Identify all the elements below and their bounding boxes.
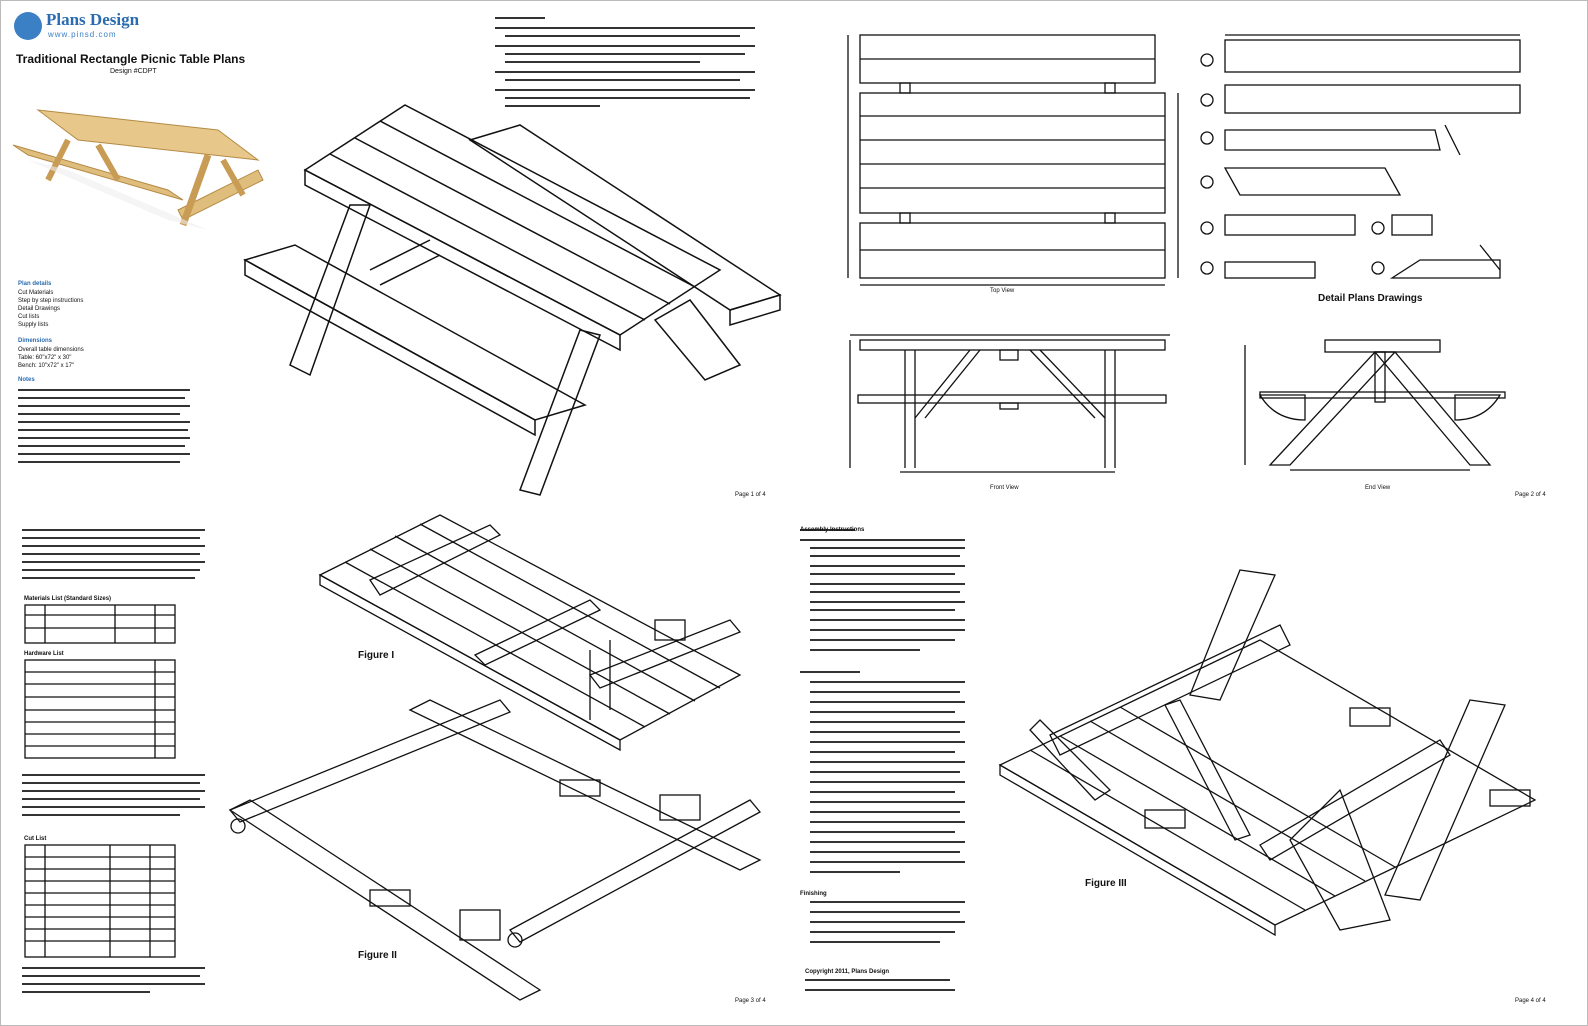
list-item: Cut lists [18,314,40,320]
front-view-drawing [849,334,1170,473]
front-view-label: Front View [990,485,1019,491]
page3-text-block [22,529,205,993]
list-item: Table: 60"x72" x 30" [18,355,72,361]
materials-table [24,604,176,644]
contents-heading: Plan details [18,281,52,287]
page-number: Page 2 of 4 [1515,492,1546,498]
figure-2-caption: Figure II [358,950,397,961]
figure-1-caption: Figure I [358,650,395,661]
list-item: Bench: 10"x72" x 17" [18,363,75,369]
logo-name: Plans Design [46,10,140,29]
notes-heading: Notes [18,377,35,383]
list-item: Detail Drawings [18,306,61,312]
logo: Plans Design www.pinsd.com [14,10,174,46]
isometric-table [243,104,782,496]
contents-list: Cut Materials Step by step instructions … [18,289,188,329]
list-item: Supply lists [18,322,49,328]
logo-mark-icon [14,12,42,40]
list-item: Step by step instructions [18,298,84,304]
detail-part-drawings [1200,34,1521,279]
instructions-text-block [495,17,755,107]
dimensions-list: Overall table dimensions Table: 60"x72" … [18,346,84,370]
materials-heading: Materials List (Standard Sizes) [24,596,112,602]
end-view-drawing [1244,339,1506,471]
page4-text-block [800,529,965,991]
page-number: Page 3 of 4 [735,998,766,1004]
top-view-label: Top View [990,288,1015,294]
end-view-label: End View [1365,485,1391,491]
table-photo [12,109,264,230]
page-title: Traditional Rectangle Picnic Table Plans [16,52,246,66]
figure-3-drawing [998,569,1537,937]
cut-list-heading: Cut List [24,836,47,842]
design-number: Design #CDPT [110,68,157,75]
hardware-heading: Hardware List [24,651,64,657]
list-item: Overall table dimensions [18,347,84,353]
list-item: Cut Materials [18,290,54,296]
dimensions-heading: Dimensions [18,338,53,344]
top-view-drawing [847,34,1179,286]
copyright: Copyright 2011, Plans Design [805,969,890,975]
figure-3-caption: Figure III [1085,878,1127,889]
detail-drawings-title: Detail Plans Drawings [1318,293,1423,304]
page-number: Page 1 of 4 [735,492,766,498]
figure-1-drawing [318,514,742,752]
figure-2-drawing [228,699,762,1001]
cut-list-table [24,844,176,958]
notes-text-block [18,389,190,463]
assembly-heading: Assembly Instructions [800,527,865,533]
finishing-heading: Finishing [800,891,827,897]
hardware-table [24,659,176,759]
logo-url: www.pinsd.com [48,30,117,39]
page-number: Page 4 of 4 [1515,998,1546,1004]
